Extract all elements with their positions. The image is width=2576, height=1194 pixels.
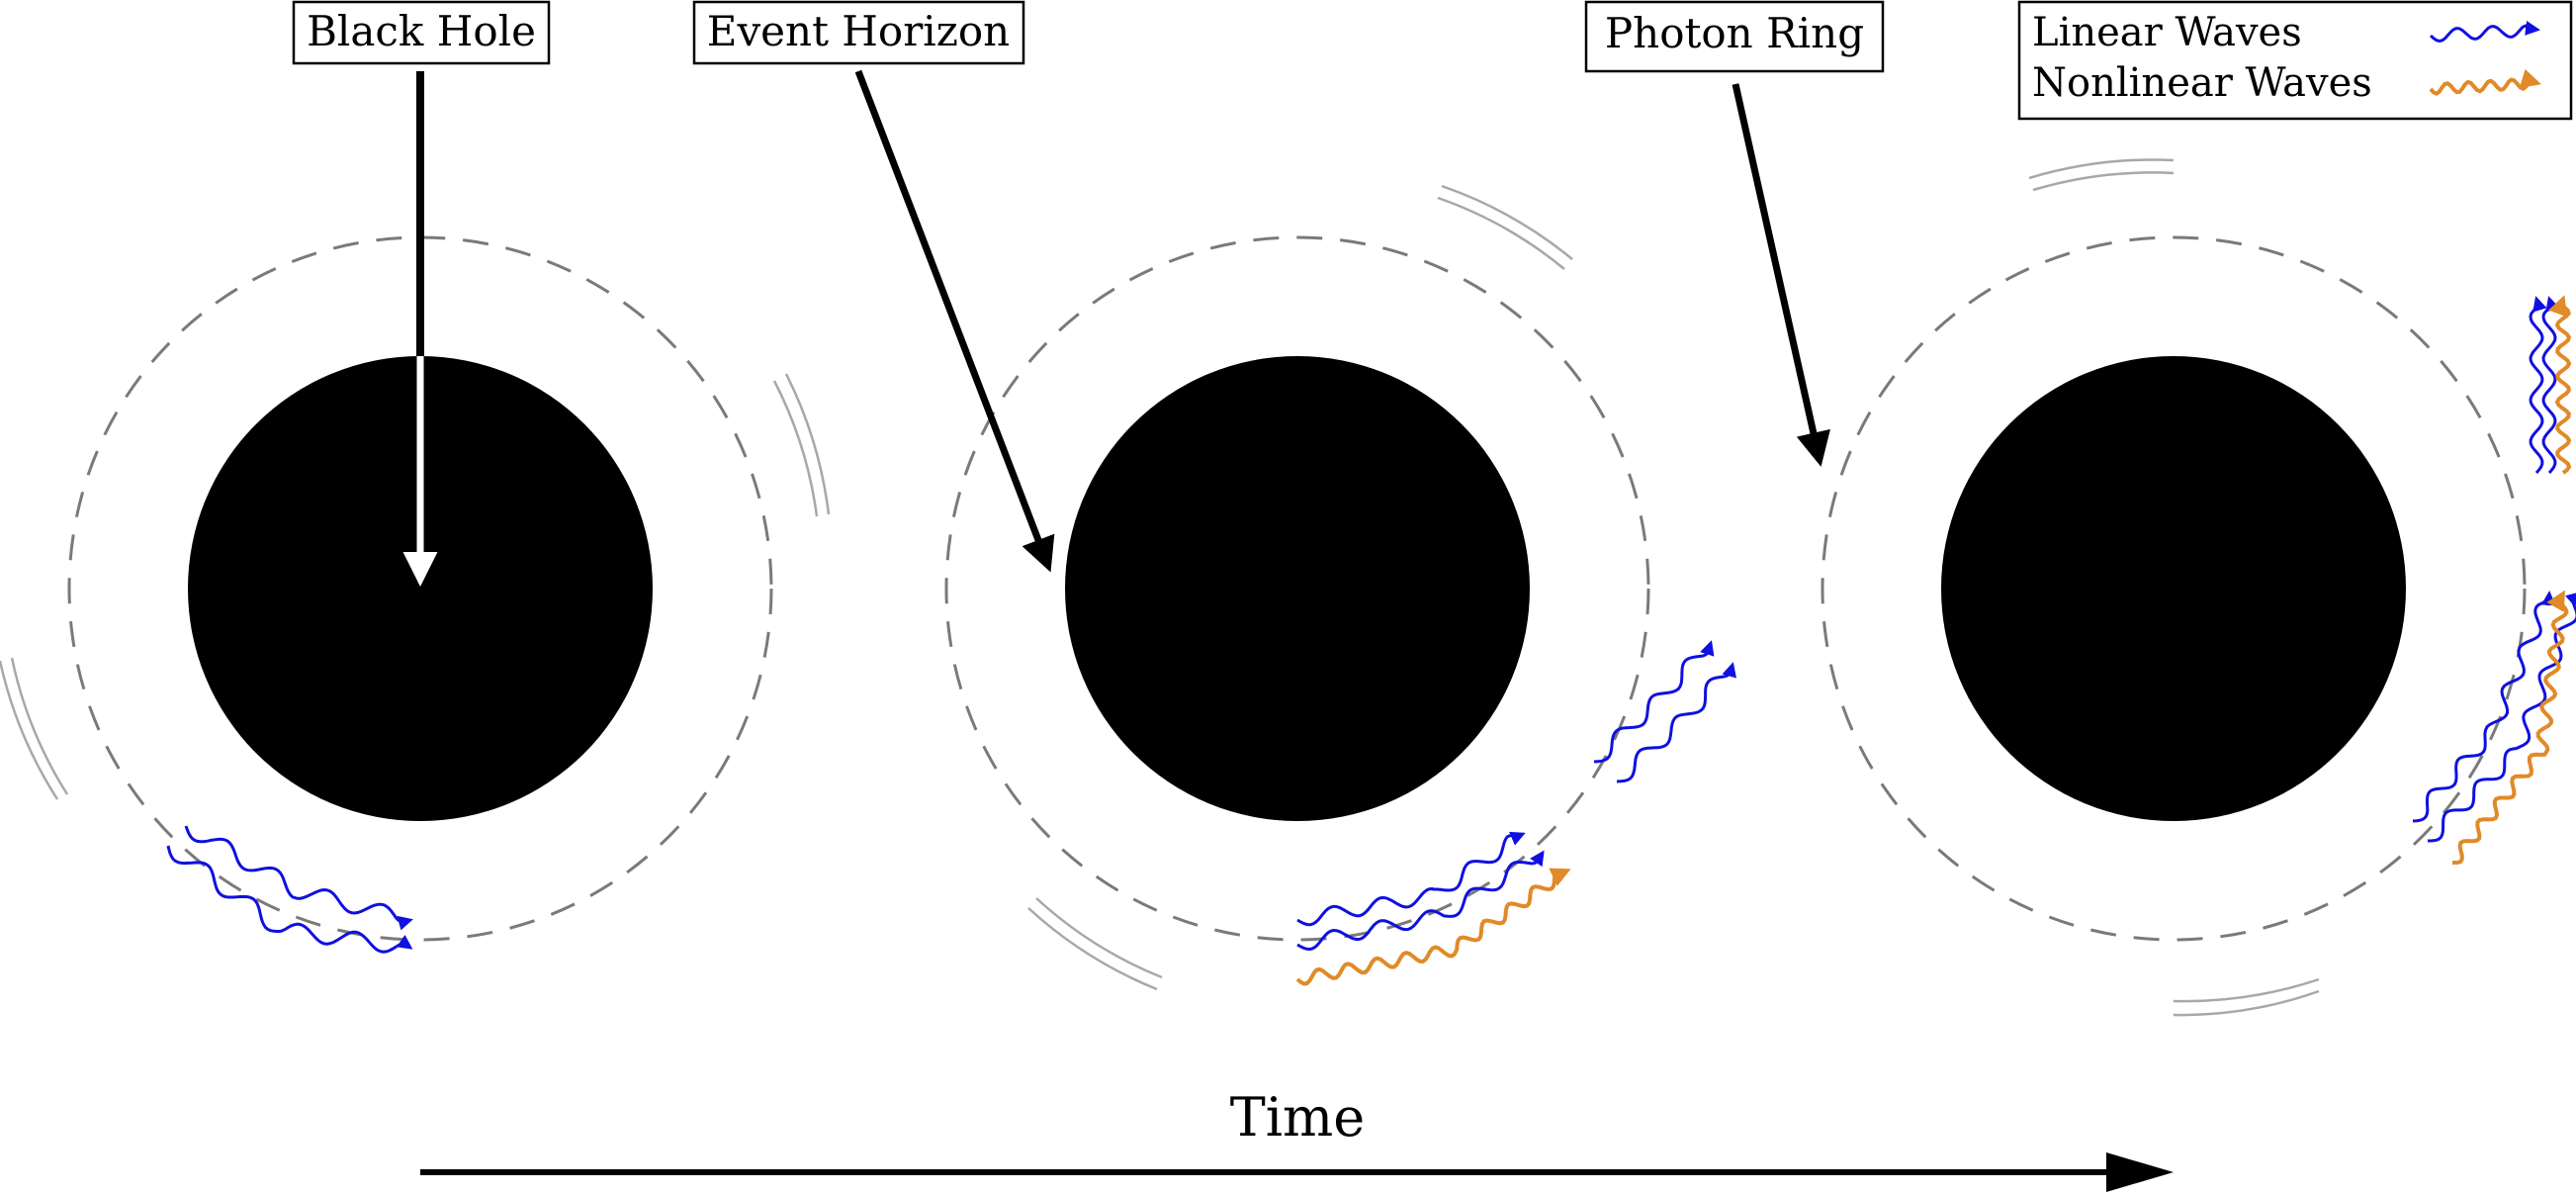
linear-wave-arrow [1616,662,1736,783]
legend-nonlinear-label: Nonlinear Waves [2032,60,2372,106]
linear-wave-arrow [1593,640,1715,764]
echo-arcs [0,373,831,800]
nonlinear-wave-arrow [2429,68,2541,96]
nonlinear-wave-arrow [1295,868,1571,986]
photon-ring-circle [1821,235,2527,942]
event-horizon-pointer-arrow [854,69,1055,573]
panel-middle [944,184,1736,991]
linear-wave-arrow [184,825,413,931]
photon-ring-label-box: Photon Ring [1584,0,1885,73]
wave-group [1295,640,1736,986]
panel-late [1821,158,2576,1017]
panel-early [0,235,831,954]
black-hole-label: Black Hole [307,7,536,55]
linear-wave-arrow [1296,831,1526,927]
wave-group [166,825,413,954]
time-axis-label: Time [1230,1086,1365,1148]
event-horizon-label-box: Event Horizon [692,0,1025,65]
legend-linear-wave-icon [2429,20,2540,44]
echo-arcs [2028,158,2320,1017]
nonlinear-wave-arrow [2452,590,2569,865]
linear-wave-arrow [166,845,413,954]
photon-ring-circle [944,235,1650,942]
nonlinear-wave-arrow [2548,295,2572,475]
echo-arcs [1027,184,1573,991]
wave-group [2412,295,2576,865]
linear-wave-arrow [2412,591,2556,823]
linear-wave-arrow [2429,20,2540,44]
photon-ring-pointer-arrow [1732,83,1830,467]
legend: Linear Waves Nonlinear Waves [2017,0,2573,121]
photon-ring-label: Photon Ring [1605,9,1864,57]
legend-linear-label: Linear Waves [2032,10,2302,55]
event-horizon-label: Event Horizon [707,7,1010,55]
black-hole-disk [1065,356,1530,821]
black-hole-disk [188,356,653,821]
black-hole-label-box: Black Hole [292,0,551,65]
linear-wave-arrow [1296,850,1545,952]
linear-wave-arrow [2529,296,2547,474]
linear-wave-arrow [2427,592,2576,843]
legend-nonlinear-wave-icon [2429,68,2541,96]
black-hole-disk [1941,356,2406,821]
linear-wave-arrow [2541,296,2560,474]
time-axis-arrowhead [2106,1152,2174,1192]
